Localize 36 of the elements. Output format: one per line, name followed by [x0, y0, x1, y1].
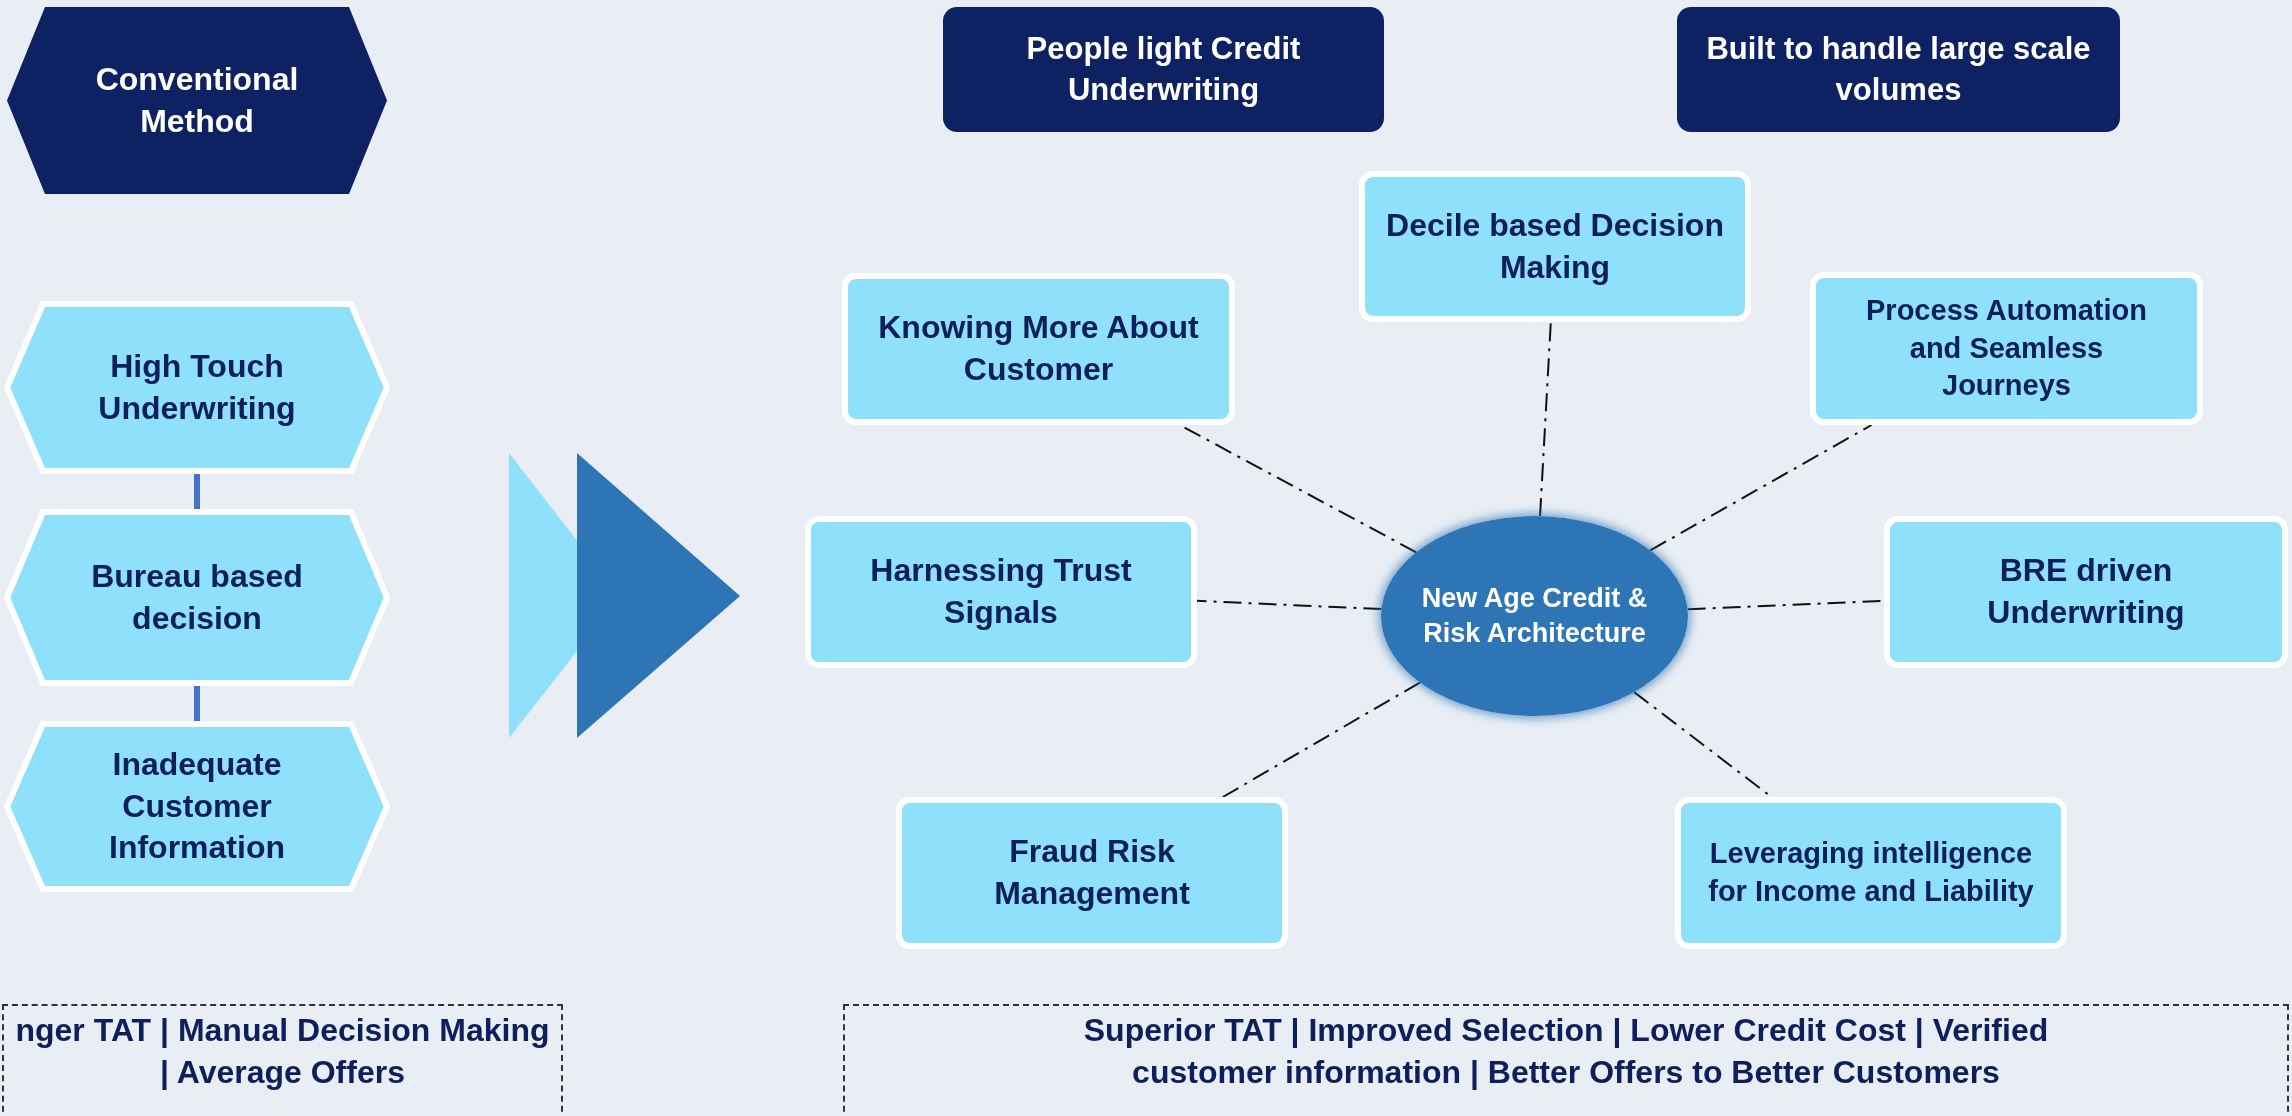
- connector-line: [194, 471, 200, 512]
- header-box: [943, 7, 1384, 132]
- box-label: High Touch Underwriting: [97, 346, 297, 428]
- summary-text: nger TAT | Manual Decision Making | Average Offers: [14, 1011, 551, 1092]
- connector-line: [1221, 681, 1421, 798]
- center-ellipse: [1381, 516, 1688, 716]
- box-label: Fraud Risk Management: [993, 832, 1191, 913]
- feature-box: [1810, 272, 2203, 425]
- box-label: Built to handle large scale volumes: [1705, 30, 2092, 109]
- feature-box: [1359, 171, 1751, 322]
- hexagon-box: [7, 512, 387, 683]
- box-label: Process Automation and Seamless Journeys: [1865, 292, 2148, 404]
- box-label: Leveraging intelligence for Income and Liability: [1707, 836, 2035, 909]
- hexagon-box: [7, 724, 387, 889]
- box-label: Conventional Method: [94, 59, 300, 141]
- feature-box: [842, 273, 1235, 425]
- hexagon-box: [7, 304, 387, 471]
- feature-box: [1675, 797, 2067, 949]
- box-label: Decile based Decision Making: [1385, 205, 1725, 287]
- connector-line: [1649, 424, 1873, 552]
- header-box: [1677, 7, 2120, 132]
- box-label: Inadequate Customer Information: [108, 745, 286, 868]
- box-label: People light Credit Underwriting: [1025, 30, 1302, 109]
- box-label: Harnessing Trust Signals: [869, 551, 1133, 632]
- feature-box: [896, 797, 1288, 949]
- connector-line: [1196, 599, 1383, 611]
- center-label: New Age Credit & Risk Architecture: [1420, 581, 1649, 650]
- summary-text: Superior TAT | Improved Selection | Lower Credit Cost | Verified customer information | Better Offers to Better Customers: [1082, 1011, 2050, 1092]
- box-label: BRE driven Underwriting: [1986, 551, 2186, 632]
- feature-box: [1884, 516, 2288, 668]
- box-label: Knowing More About Customer: [877, 308, 1200, 389]
- hexagon-banner: [7, 7, 387, 194]
- box-label: Bureau based decision: [90, 556, 304, 638]
- connector-line: [1539, 321, 1552, 518]
- connector-line: [194, 683, 200, 724]
- feature-box: [805, 516, 1197, 668]
